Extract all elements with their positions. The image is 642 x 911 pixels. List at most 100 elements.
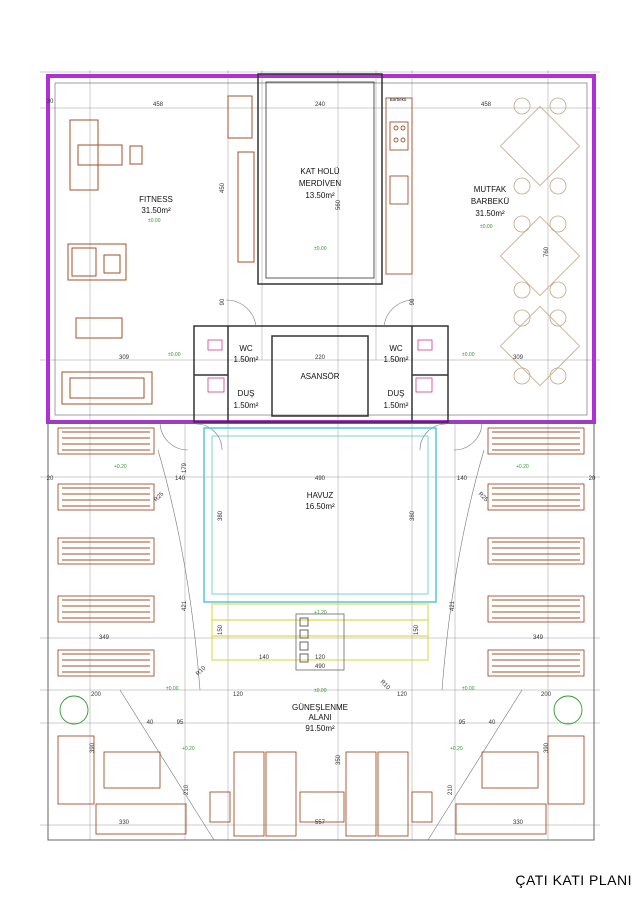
elevator-name: ASANSÖR — [300, 372, 339, 381]
level-left-terrace: +0.20 — [114, 464, 127, 470]
level-kitchen: ±0.00 — [480, 224, 493, 230]
dim-corner-right-390: 390 — [544, 742, 550, 753]
level-right-bottom: +0.20 — [450, 746, 463, 752]
corner-lounges — [57, 735, 585, 835]
dim-pool-h-left: 380 — [218, 510, 224, 521]
dim-bottom-right-210: 210 — [448, 784, 454, 795]
level-left-low: ±0.00 — [166, 686, 179, 692]
dim-bottom-right-330: 330 — [513, 820, 524, 826]
dim-bottom-left-330: 330 — [119, 820, 130, 826]
dim-r25-left: R25 — [153, 491, 165, 503]
dim-right-200: 200 — [541, 692, 552, 698]
dim-deck-490: 490 — [315, 664, 326, 670]
dim-top-center: 240 — [315, 102, 326, 108]
dus-right-area: 1.50m² — [384, 401, 409, 410]
kitchen-name-1: MUTFAK — [474, 185, 507, 194]
fitness-equipment — [61, 95, 255, 405]
level-sunbath: ±0.00 — [314, 688, 327, 694]
level-left-mid: ±0.00 — [168, 352, 181, 358]
dim-left-95: 95 — [177, 720, 184, 726]
plan-title: ÇATI KATI PLANI — [515, 872, 632, 888]
pool-steps — [211, 603, 429, 671]
dimension-grid — [40, 70, 600, 840]
pool-name: HAVUZ — [307, 491, 334, 500]
dim-bottom-left-210: 210 — [184, 784, 190, 795]
wc-right-area: 1.50m² — [384, 355, 409, 364]
dim-core-right: 90 — [410, 298, 416, 305]
sunbath-area: 91.50m² — [305, 724, 335, 733]
dim-deck-120: 120 — [315, 655, 326, 661]
planters — [59, 695, 583, 725]
dining-sets — [499, 97, 581, 387]
wc-right-name: WC — [389, 344, 403, 353]
level-deck: +1.20 — [314, 610, 327, 616]
wc-left-name: WC — [239, 344, 253, 353]
dim-pool-gap-left: 140 — [175, 476, 186, 482]
ramp-arcs — [119, 449, 523, 841]
dim-pool-w: 490 — [315, 476, 326, 482]
level-left-bottom: +0.20 — [182, 746, 195, 752]
dim-pool-h-right: 380 — [410, 510, 416, 521]
dim-mid-right: 309 — [513, 355, 524, 361]
pool-area: 16.50m² — [305, 502, 335, 511]
dim-r25-right: R25 — [477, 491, 489, 503]
dim-left-40: 40 — [147, 720, 154, 726]
dus-left-name: DUŞ — [238, 389, 255, 398]
fitness-area: 31.50m² — [141, 206, 171, 215]
dim-side-left: 421 — [182, 600, 188, 611]
dim-hall-h: 560 — [336, 199, 342, 210]
dus-right-name: DUŞ — [388, 389, 405, 398]
dim-top-right: 458 — [481, 102, 492, 108]
dim-corner-left-390: 390 — [90, 742, 96, 753]
appliance-label: Barbekü — [390, 97, 407, 102]
dim-r10-left: R10 — [195, 665, 207, 677]
dim-kitchen-h: 760 — [544, 246, 550, 257]
hall-name-2: MERDİVEN — [299, 179, 341, 188]
level-fitness: ±0.00 — [148, 218, 161, 224]
kitchen-name-2: BARBEKÜ — [471, 197, 509, 206]
dim-deck-left: 150 — [218, 624, 224, 635]
level-markers: ±0.00 ±0.00 ±0.00 ±0.00 ±0.00 +0.20 +0.2… — [114, 218, 529, 752]
bathroom-fixtures — [207, 339, 433, 393]
dim-top-left: 458 — [153, 102, 164, 108]
pool — [203, 427, 437, 603]
sunbath-name-1: GÜNEŞLENME — [292, 703, 348, 712]
hall-name-1: KAT HOLÜ — [300, 167, 339, 176]
dim-pool-top-left: 179 — [182, 462, 188, 473]
level-right-mid: ±0.00 — [462, 352, 475, 358]
dim-deck-140: 140 — [259, 655, 270, 661]
dim-mid-center: 220 — [315, 355, 326, 361]
dim-low-right-120: 120 — [397, 692, 408, 698]
dim-edge-30-left: 30 — [47, 99, 54, 105]
dim-lounge-left: 349 — [99, 635, 110, 641]
dim-core-left: 90 — [220, 298, 226, 305]
dus-left-area: 1.50m² — [234, 401, 259, 410]
kitchen-fixtures — [385, 97, 413, 275]
dim-low-left-120: 120 — [233, 692, 244, 698]
door-swings — [159, 299, 483, 451]
dim-deck-right: 150 — [414, 624, 420, 635]
room-labels: FITNESS 31.50m² KAT HOLÜ MERDİVEN 13.50m… — [139, 97, 509, 733]
dim-bottom-center-350: 350 — [336, 754, 342, 765]
hall-area: 13.50m² — [305, 191, 335, 200]
fitness-name: FITNESS — [139, 195, 173, 204]
dim-edge-20-right: 20 — [589, 476, 596, 482]
dim-right-95: 95 — [459, 720, 466, 726]
dim-lounge-right: 349 — [533, 635, 544, 641]
level-right-terrace: +0.20 — [516, 464, 529, 470]
sunbath-name-2: ALANI — [308, 713, 331, 722]
terrace-boundary — [47, 421, 595, 841]
loungers-bottom — [209, 751, 433, 837]
dim-bottom-center-557: 557 — [315, 820, 326, 826]
dim-left-200: 200 — [91, 692, 102, 698]
dim-right-40: 40 — [489, 720, 496, 726]
loungers-left — [57, 427, 155, 677]
dim-mid-left: 309 — [119, 355, 130, 361]
level-hall: ±0.00 — [314, 246, 327, 252]
dimension-values: 458 240 458 450 560 760 90 90 309 220 30… — [47, 99, 596, 826]
loungers-right — [487, 427, 585, 677]
dim-fitness-h: 450 — [220, 182, 226, 193]
dim-pool-gap-right: 140 — [457, 476, 468, 482]
kitchen-area: 31.50m² — [475, 209, 505, 218]
